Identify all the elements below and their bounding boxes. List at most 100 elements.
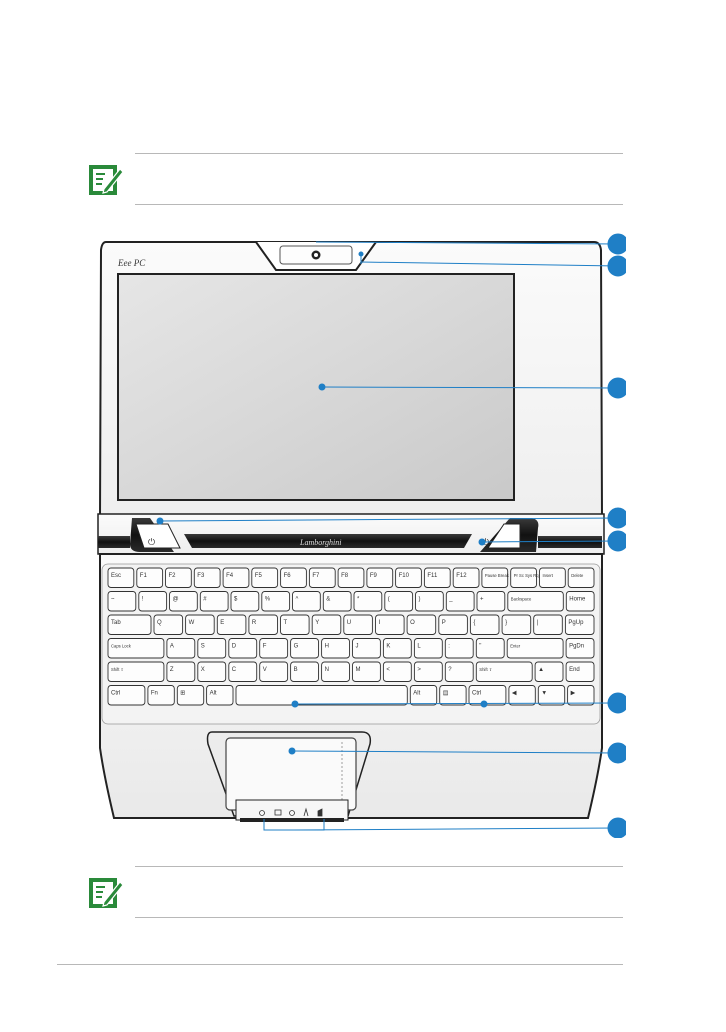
keyboard-key: [107, 685, 146, 706]
keyboard-key-label: B: [294, 667, 298, 673]
keyboard-key-label: G: [294, 644, 299, 650]
keyboard-key-label: ~: [111, 597, 115, 603]
keyboard-key-label: :: [448, 644, 450, 650]
keyboard-key: [415, 591, 444, 612]
keyboard-key: [166, 638, 196, 659]
keyboard-key: [481, 567, 509, 588]
keyboard-key-label: Alt: [413, 691, 420, 697]
keyboard-key-label: F12: [456, 573, 467, 579]
keyboard-key-label: Shift ⇧: [479, 667, 492, 672]
keyboard-key-label: D: [232, 644, 237, 650]
keyboard-key: [166, 661, 196, 682]
keyboard-key-label: Backspace: [511, 597, 532, 602]
display-lid: Eee PC: [98, 241, 604, 529]
keyboard-key: [322, 591, 352, 612]
keyboard-key: [107, 638, 165, 659]
keyboard-key: [382, 638, 412, 659]
keyboard-key-label: %: [265, 597, 271, 603]
keyboard-key: [176, 685, 205, 706]
keyboard-key: [382, 661, 412, 682]
keyboard-key-label: _: [448, 597, 453, 603]
keyboard-key: [567, 685, 595, 706]
keyboard-key: [308, 567, 336, 588]
keyboard-key-label: Q: [157, 620, 162, 626]
keyboard-key: [321, 661, 350, 682]
callouts: [156, 233, 626, 838]
keyboard-key: [565, 638, 595, 659]
keyboard-key-label: <: [386, 667, 390, 673]
keyboard-key: [352, 638, 381, 659]
keyboard-key: [107, 591, 137, 612]
keyboard-key-label: M: [356, 667, 361, 673]
keyboard-key-label: W: [189, 620, 195, 626]
keyboard-key: [199, 591, 229, 612]
keyboard-key: [147, 685, 175, 706]
keyboard-key-label: &: [326, 597, 330, 603]
keyboard-key: [107, 661, 165, 682]
keyboard-key: [468, 685, 507, 706]
keyboard-key-label: End: [569, 667, 580, 673]
keyboard-key-label: H: [325, 644, 329, 650]
keyboard-key-label: PgUp: [568, 620, 584, 626]
keyboard-key-label: J: [356, 644, 359, 650]
keyboard-key-label: @: [173, 597, 179, 603]
keyboard-key-label: *: [357, 597, 360, 603]
keyboard-key-label: ^: [296, 597, 299, 603]
keyboard-key: [292, 591, 321, 612]
keyboard-key: [259, 661, 289, 682]
keyboard-key-label: ⊞: [180, 691, 185, 697]
keyboard-key-label: Pause Break: [485, 573, 510, 578]
footer-rule: [57, 964, 623, 965]
keyboard-key-label: I: [379, 620, 381, 626]
keyboard-key-label: Home: [569, 597, 586, 603]
keyboard-key: [469, 614, 500, 635]
keyboard-key: [235, 685, 408, 706]
keyboard-key-label: F6: [284, 573, 292, 579]
keyboard-key: [423, 567, 451, 588]
note-box-top: [87, 153, 623, 205]
keyboard-key: [506, 638, 564, 659]
keyboard-key: [228, 661, 258, 682]
keyboard-key-label: +: [480, 597, 484, 603]
keyboard-key-label: K: [386, 644, 390, 650]
keyboard-key: [197, 661, 227, 682]
keyboard-key: [193, 567, 221, 588]
keyboard-key-label: ▲: [538, 667, 544, 673]
keyboard-key: [507, 591, 564, 612]
keyboard-key: [280, 567, 307, 588]
callout-marker-6: [607, 692, 626, 714]
keyboard-key: [413, 638, 443, 659]
keyboard-key-label: Ctrl: [111, 691, 120, 697]
keyboard-key-label: Y: [315, 620, 319, 626]
keyboard-key-label: F8: [341, 573, 349, 579]
keyboard-key: [533, 614, 563, 635]
keyboard-key-label: A: [170, 644, 174, 650]
keyboard-key: [565, 661, 595, 682]
keyboard-key: [539, 567, 566, 588]
keyboard-key: [206, 685, 234, 706]
keyboard-key: [228, 638, 258, 659]
keyboard-key: [564, 614, 595, 635]
keyboard-key: [534, 661, 564, 682]
keyboard-key-label: Fn: [151, 691, 158, 697]
keyboard-key: [197, 638, 227, 659]
keyboard-key-label: N: [325, 667, 329, 673]
keyboard-key-label: T: [284, 620, 288, 626]
keyboard-key: [439, 685, 467, 706]
hinge-logo: Lamborghini: [299, 538, 342, 547]
callout-marker-2: [607, 255, 626, 277]
keyboard-key-label: F10: [399, 573, 410, 579]
status-indicators: [259, 807, 323, 817]
keyboard-key-label: Tab: [111, 620, 121, 626]
keyboard-key-label: F4: [226, 573, 234, 579]
keyboard-key: [261, 591, 291, 612]
keyboard-key: [290, 638, 319, 659]
keyboard-key-label: E: [220, 620, 224, 626]
keyboard-key: [384, 591, 414, 612]
keyboard-key: [259, 638, 289, 659]
keyboard-key-label: R: [252, 620, 257, 626]
keyboard-key: [251, 567, 279, 588]
keyboard-key: [216, 614, 247, 635]
note-pencil-icon: [89, 878, 124, 908]
